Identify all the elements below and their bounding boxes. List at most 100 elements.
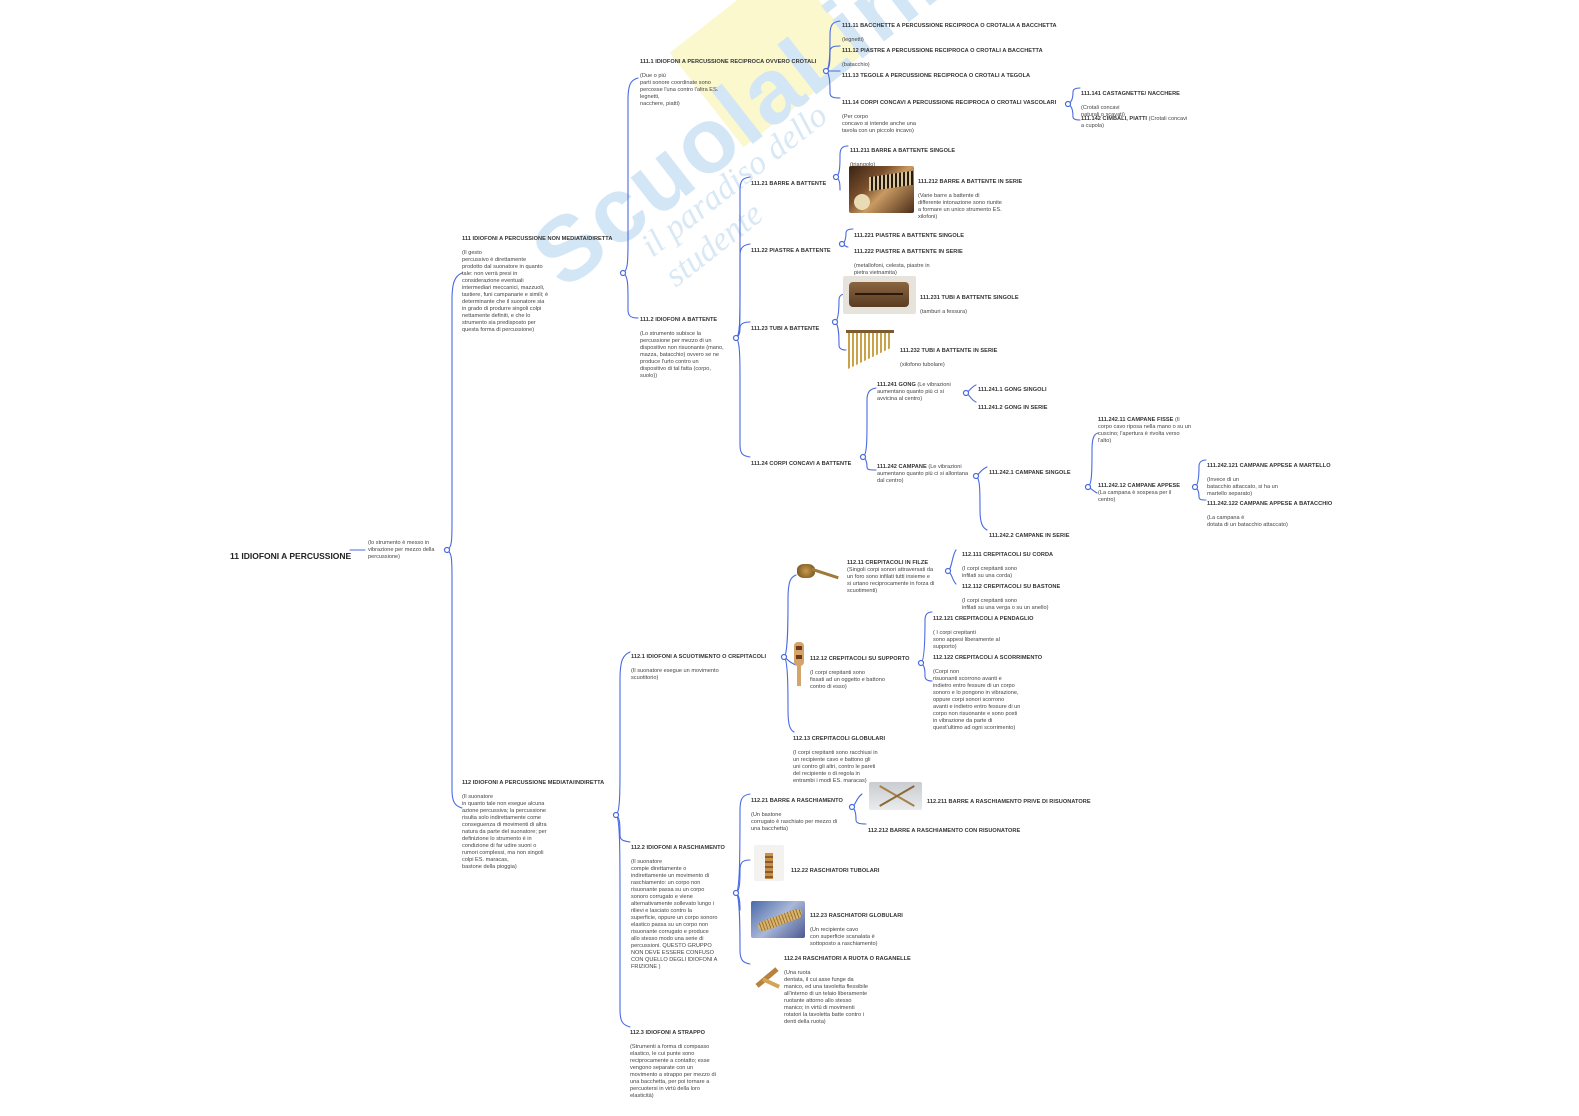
- node-112-21[interactable]: 112.21 BARRE A RASCHIAMENTO (Un bastone …: [751, 791, 851, 840]
- node-111-242-1[interactable]: 111.242.1 CAMPANE SINGOLE: [989, 463, 1071, 484]
- node-title: 112.11 CREPITACOLI IN FILZE: [847, 560, 929, 566]
- link-1112-b: [735, 243, 751, 339]
- node-112-22[interactable]: 112.22 RASCHIATORI TUBOLARI: [791, 861, 879, 882]
- node-112-212[interactable]: 112.212 BARRE A RASCHIAMENTO CON RISUONA…: [868, 821, 1020, 842]
- node-title: 111.242.121 CAMPANE APPESE A MARTELLO: [1207, 463, 1331, 469]
- node-title: 112 IDIOFONI A PERCUSSIONE MEDIATA/INDIR…: [462, 780, 605, 786]
- node-title: 112.21 BARRE A RASCHIAMENTO: [751, 798, 843, 804]
- node-title: 111.242.122 CAMPANE APPESE A BATACCHIO: [1207, 501, 1333, 507]
- link-11124: [862, 387, 877, 458]
- node-112[interactable]: 112 IDIOFONI A PERCUSSIONE MEDIATA/INDIR…: [462, 773, 612, 878]
- node-desc: (I corpi crepitanti sono infilati su una…: [962, 566, 1018, 579]
- node-desc: (Due o più parti sonore coordinate sono …: [640, 73, 719, 107]
- node-desc: (tamburi a fessura): [920, 309, 967, 315]
- node-111-11[interactable]: 111.11 BACCHETTE A PERCUSSIONE RECIPROCA…: [842, 16, 1072, 51]
- node-title: 111.231 TUBI A BATTENTE SINGOLE: [920, 295, 1019, 301]
- node-desc: (Il suonatore esegue un movimento scuoti…: [631, 668, 719, 681]
- link-111-b: [622, 272, 639, 319]
- node-111-141[interactable]: 111.141 CASTAGNETTE/ NACCHERE (Crotali c…: [1081, 84, 1191, 126]
- node-112-1[interactable]: 112.1 IDIOFONI A SCUOTIMENTO O CREPITACO…: [631, 647, 766, 689]
- node-title: 111.242.1 CAMPANE SINGOLE: [989, 470, 1071, 476]
- node-111-1[interactable]: 111.1 IDIOFONI A PERCUSSIONE RECIPROCA O…: [640, 52, 825, 115]
- node-111-23[interactable]: 111.23 TUBI A BATTENTE: [751, 319, 819, 340]
- node-111-142[interactable]: 111.142 CIMBALI, PIATTI (Crotali concavi…: [1081, 116, 1191, 130]
- link-1112-d: [735, 337, 751, 458]
- node-112-13[interactable]: 112.13 CREPITACOLI GLOBULARI (I corpi cr…: [793, 729, 893, 792]
- node-111-212[interactable]: 111.212 BARRE A BATTENTE IN SERIE (Varie…: [918, 172, 1028, 228]
- node-112-3[interactable]: 112.3 IDIOFONI A STRAPPO (Strumenti a fo…: [630, 1023, 730, 1107]
- node-title: 111.21 BARRE A BATTENTE: [751, 181, 827, 187]
- link-111242: [975, 466, 988, 477]
- node-111-242-11[interactable]: 111.242.11 CAMPANE FISSE (Il corpo cavo …: [1098, 417, 1193, 445]
- link-11124212-b: [1194, 486, 1207, 501]
- node-111-12[interactable]: 111.12 PIASTRE A PERCUSSIONE RECIPROCA O…: [842, 41, 1072, 76]
- tubular-bells-photo: [846, 328, 896, 370]
- link-11122: [841, 228, 854, 245]
- node-title: 111 IDIOFONI A PERCUSSIONE NON MEDIATA/D…: [462, 236, 613, 242]
- node-desc: (La campana è dotata di un batacchio att…: [1207, 515, 1288, 528]
- node-title: 112.121 CREPITACOLI A PENDAGLIO: [933, 616, 1034, 622]
- node-112-111[interactable]: 112.111 CREPITACOLI SU CORDA (I corpi cr…: [962, 545, 1053, 587]
- node-desc: ( I corpi crepitanti sono appesi liberam…: [933, 630, 1000, 650]
- node-111-231[interactable]: 111.231 TUBI A BATTENTE SINGOLE (tamburi…: [920, 288, 1019, 323]
- node-title: 111.242 CAMPANE: [877, 464, 927, 470]
- node-111-242-122[interactable]: 111.242.122 CAMPANE APPESE A BATACCHIO (…: [1207, 494, 1332, 536]
- node-111-222[interactable]: 111.222 PIASTRE A BATTENTE IN SERIE (met…: [854, 242, 963, 284]
- link-111242-b: [975, 475, 988, 531]
- node-111[interactable]: 111 IDIOFONI A PERCUSSIONE NON MEDIATA/D…: [462, 229, 622, 341]
- link-1112421: [1087, 432, 1099, 488]
- xylophone-photo: [849, 166, 914, 213]
- node-112-24[interactable]: 112.24 RASCHIATORI A RUOTA O RAGANELLE (…: [784, 949, 911, 1033]
- root-note: (lo strumento è messo in vibrazione per …: [368, 540, 435, 560]
- node-title: 111.242.11 CAMPANE FISSE: [1098, 417, 1174, 423]
- node-title: 111.242.2 CAMPANE IN SERIE: [989, 533, 1070, 539]
- node-111-13[interactable]: 111.13 TEGOLE A PERCUSSIONE RECIPROCA O …: [842, 66, 1072, 87]
- root-node[interactable]: 11 IDIOFONI A PERCUSSIONE: [230, 546, 351, 561]
- node-111-22[interactable]: 111.22 PIASTRE A BATTENTE: [751, 241, 831, 262]
- node-111-232[interactable]: 111.232 TUBI A BATTENTE IN SERIE (xilofo…: [900, 341, 997, 376]
- link-11221-b: [851, 806, 867, 825]
- node-112-121[interactable]: 112.121 CREPITACOLI A PENDAGLIO ( I corp…: [933, 609, 1034, 658]
- node-111-242-2[interactable]: 111.242.2 CAMPANE IN SERIE: [989, 526, 1069, 547]
- node-desc: (Una ruota dentata, il cui asse funge da…: [784, 970, 868, 1025]
- node-111-242-12[interactable]: 111.242.12 CAMPANE APPESE (La campana è …: [1098, 476, 1193, 511]
- node-112-23[interactable]: 112.23 RASCHIATORI GLOBULARI (Un recipie…: [810, 906, 903, 955]
- node-dot-11121: [832, 173, 840, 181]
- node-desc: (Lo strumento subisce la percussione per…: [640, 331, 724, 379]
- link-1111-b: [825, 45, 841, 72]
- node-111-14[interactable]: 111.14 CORPI CONCAVI A PERCUSSIONE RECIP…: [842, 93, 1072, 142]
- node-112-2[interactable]: 112.2 IDIOFONI A RASCHIAMENTO (Il suonat…: [631, 838, 731, 978]
- node-desc: (Crotali concavi naturali o scavati): [1081, 105, 1125, 118]
- link-111241: [965, 384, 977, 394]
- node-111-241-2[interactable]: 111.241.2 GONG IN SERIE: [978, 398, 1048, 419]
- node-111-241-1[interactable]: 111.241.1 GONG SINGOLI: [978, 380, 1047, 401]
- node-112-211[interactable]: 112.211 BARRE A RASCHIAMENTO PRIVE DI RI…: [927, 792, 1091, 813]
- node-desc: (xilofono tubolare): [900, 362, 945, 368]
- node-title: 111.1 IDIOFONI A PERCUSSIONE RECIPROCA O…: [640, 59, 817, 65]
- node-dot-1121: [780, 653, 788, 661]
- node-112-112[interactable]: 112.112 CREPITACOLI SU BASTONE (I corpi …: [962, 577, 1060, 619]
- node-title: 111.13 TEGOLE A PERCUSSIONE RECIPROCA O …: [842, 73, 1031, 79]
- node-111-211[interactable]: 111.211 BARRE A BATTENTE SINGOLE (triang…: [850, 141, 955, 176]
- node-title: 111.24 CORPI CONCAVI A BATTENTE: [751, 461, 852, 467]
- node-111-242-121[interactable]: 111.242.121 CAMPANE APPESE A MARTELLO (I…: [1207, 456, 1331, 505]
- link-root-branch: [446, 272, 463, 551]
- node-111-241[interactable]: 111.241 GONG (Le vibrazioni aumentano qu…: [877, 382, 965, 403]
- node-112-122[interactable]: 112.122 CREPITACOLI A SCORRIMENTO (Corpi…: [933, 648, 1042, 739]
- node-dot-11122: [838, 240, 846, 248]
- node-desc: (Il gesto percussivo è direttamente prod…: [462, 250, 549, 333]
- link-1122-c: [735, 892, 741, 911]
- node-111-24[interactable]: 111.24 CORPI CONCAVI A BATTENTE: [751, 454, 851, 475]
- node-111-2[interactable]: 111.2 IDIOFONI A BATTENTE (Lo strumento …: [640, 310, 735, 387]
- node-title: 112.122 CREPITACOLI A SCORRIMENTO: [933, 655, 1043, 661]
- node-111-221[interactable]: 111.221 PIASTRE A BATTENTE SINGOLE: [854, 226, 964, 247]
- link-111241-b: [965, 392, 977, 403]
- tubular-scraper-photo: [754, 845, 784, 881]
- node-title: 111.241.1 GONG SINGOLI: [978, 387, 1047, 393]
- link-11212: [920, 611, 933, 664]
- node-112-11[interactable]: 112.11 CREPITACOLI IN FILZE (Singoli cor…: [847, 553, 947, 602]
- node-dot-1122: [732, 889, 740, 897]
- node-111-21[interactable]: 111.21 BARRE A BATTENTE: [751, 174, 826, 195]
- node-112-12[interactable]: 112.12 CREPITACOLI SU SUPPORTO (I corpi …: [810, 649, 910, 698]
- node-111-242[interactable]: 111.242 CAMPANE (Le vibrazioni aumentano…: [877, 464, 972, 485]
